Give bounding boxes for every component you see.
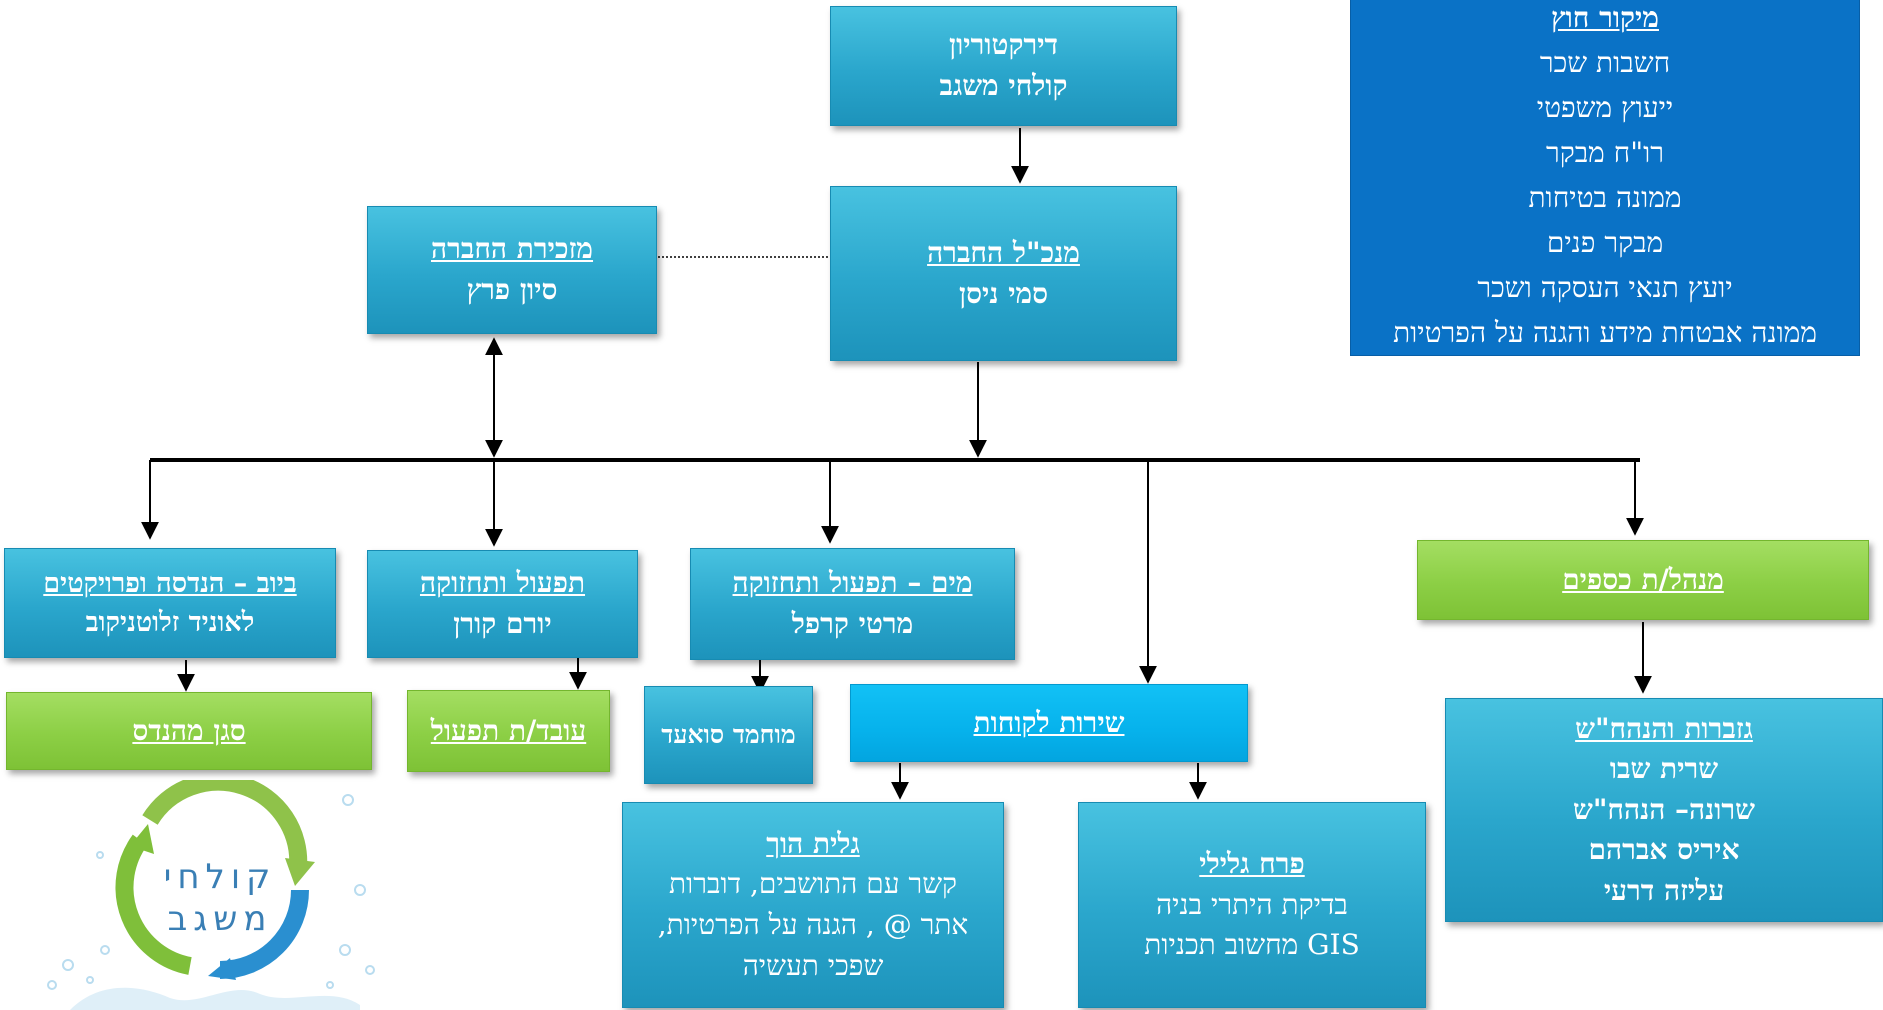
collections-name: שרית שבו xyxy=(1609,752,1719,786)
customer-galit-box: גלית הוך קשר עם התושבים, דוברות אתר @ , … xyxy=(622,802,1004,1008)
board-title: דירקטוריון xyxy=(948,28,1059,62)
collections-name: עליזה דרעי xyxy=(1603,873,1725,907)
customer-perach-title: פרח גלילי xyxy=(1199,847,1305,881)
outsourcing-item: ייעוץ משפטי xyxy=(1536,91,1674,124)
water-worker-name: מוחמד סואעד xyxy=(661,719,796,749)
operations-worker-box: עובד/ת תפעול xyxy=(407,690,610,772)
finance-manager-box: מנהל/ת כספים xyxy=(1417,540,1869,620)
deputy-engineer-box: סגן מהנדס xyxy=(6,692,372,770)
deputy-engineer-title: סגן מהנדס xyxy=(132,713,246,747)
operations-name: יורם קורן xyxy=(453,607,552,640)
board-box: דירקטוריון קולחי משגב xyxy=(830,6,1177,126)
finance-manager-title: מנהל/ת כספים xyxy=(1562,562,1724,596)
water-name: מרטי קרפל xyxy=(791,607,914,640)
outsourcing-box: מיקור חוץ חשבות שכר ייעוץ משפטי רו"ח מבק… xyxy=(1350,0,1860,356)
outsourcing-item: רו"ח מבקר xyxy=(1545,136,1665,169)
customer-service-title: שירות לקוחות xyxy=(973,705,1125,739)
company-logo: קולחי משגב xyxy=(47,780,375,1010)
sewage-box: ביוב – הנדסה ופרויקטים לאוניד זלוטניקוב xyxy=(4,548,336,658)
ceo-box: מנכ"ל החברה סמי ניסן xyxy=(830,186,1177,361)
operations-box: תפעול ותחזוקה יורם קורן xyxy=(367,550,638,658)
sewage-name: לאוניד זלוטניקוב xyxy=(85,607,255,638)
outsourcing-item: מבקר פנים xyxy=(1546,226,1664,259)
collections-box: גזברות והנהח"ש שרית שבו שרונה– הנהח"ש אי… xyxy=(1445,698,1883,922)
water-box: מים – תפעול ותחזוקה מרטי קרפל xyxy=(690,548,1015,660)
collections-name: שרונה– הנהח"ש xyxy=(1573,792,1755,826)
logo-line2: משגב xyxy=(168,899,273,939)
outsourcing-item: ממונה בטיחות xyxy=(1528,181,1682,214)
logo-line1: קולחי xyxy=(164,857,277,897)
customer-galit-line: אתר @ , הגנה על הפרטיות, xyxy=(657,908,969,941)
ceo-title: מנכ"ל החברה xyxy=(927,235,1080,269)
ceo-name: סמי ניסן xyxy=(958,276,1049,310)
customer-perach-line: בדיקת היתרי בניה xyxy=(1156,887,1348,921)
water-worker-box: מוחמד סואעד xyxy=(644,686,813,784)
customer-perach-box: פרח גלילי בדיקת היתרי בניה GIS מחשוב תכנ… xyxy=(1078,802,1426,1008)
board-subtitle: קולחי משגב xyxy=(939,69,1068,102)
water-title: מים – תפעול ותחזוקה xyxy=(732,566,973,600)
secretary-title: מזכירת החברה xyxy=(430,232,594,266)
customer-perach-line: GIS מחשוב תכניות xyxy=(1144,928,1360,962)
outsourcing-item: חשבות שכר xyxy=(1539,46,1671,79)
secretary-box: מזכירת החברה סיון פרץ xyxy=(367,206,657,334)
outsourcing-item: יועץ תנאי העסקה ושכר xyxy=(1477,271,1733,304)
customer-galit-title: גלית הוך xyxy=(766,826,860,860)
outsourcing-title: מיקור חוץ xyxy=(1551,1,1659,34)
collections-name: איריס אברהם xyxy=(1588,833,1740,867)
operations-title: תפעול ותחזוקה xyxy=(419,566,586,600)
operations-worker-title: עובד/ת תפעול xyxy=(430,713,587,747)
outsourcing-item: ממונה אבטחת מידע והגנה על הפרטיות xyxy=(1393,316,1817,349)
customer-galit-line: קשר עם התושבים, דוברות xyxy=(668,867,958,901)
collections-title: גזברות והנהח"ש xyxy=(1575,711,1753,745)
recycle-arrows xyxy=(115,780,309,979)
customer-galit-line: שפכי תעשיה xyxy=(742,948,884,982)
secretary-name: סיון פרץ xyxy=(466,273,558,306)
sewage-title: ביוב – הנדסה ופרויקטים xyxy=(43,567,297,599)
water-splash xyxy=(47,794,375,1010)
customer-service-box: שירות לקוחות xyxy=(850,684,1248,762)
